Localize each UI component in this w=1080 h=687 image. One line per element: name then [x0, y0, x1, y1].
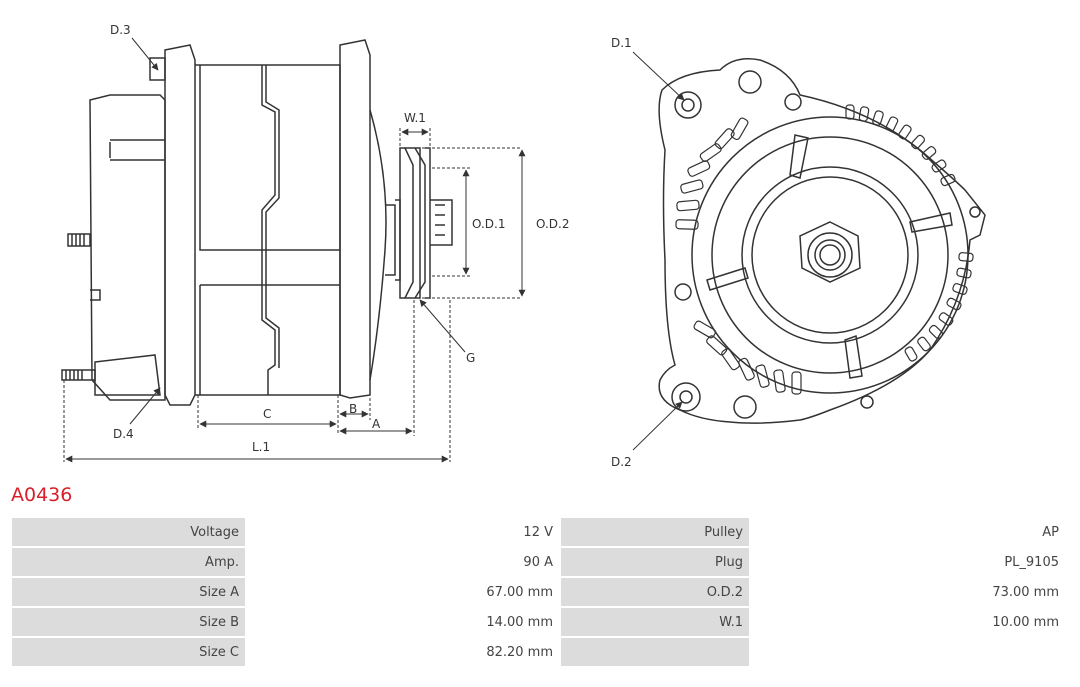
- label-c: C: [263, 407, 271, 421]
- spec-label: W.1: [561, 608, 749, 636]
- alternator-side-view: [61, 39, 453, 406]
- spec-value: 10.00 mm: [751, 608, 1065, 636]
- label-od1: O.D.1: [472, 217, 505, 231]
- spec-value: 67.00 mm: [247, 578, 559, 606]
- alternator-front-view: [658, 58, 986, 424]
- label-a: A: [372, 417, 381, 431]
- vent-slots: [675, 104, 974, 395]
- label-od2: O.D.2: [536, 217, 569, 231]
- label-b: B: [349, 402, 357, 416]
- spec-value: AP: [751, 518, 1065, 546]
- spec-label: Size C: [12, 638, 245, 666]
- spec-value: [751, 638, 1065, 666]
- product-code-title: A0436: [11, 484, 73, 506]
- alternator-technical-drawing: D.3 D.4 W.1 O.D.1 O.D.2 G B A C L.1 D.1 …: [61, 23, 986, 469]
- spec-value: 12 V: [247, 518, 559, 546]
- spec-label: Voltage: [12, 518, 245, 546]
- spec-value: 14.00 mm: [247, 608, 559, 636]
- spec-value: 73.00 mm: [751, 578, 1065, 606]
- label-d3: D.3: [110, 23, 131, 37]
- drawing-labels: D.3 D.4 W.1 O.D.1 O.D.2 G B A C L.1 D.1 …: [110, 23, 632, 469]
- label-g: G: [466, 351, 475, 365]
- label-w1: W.1: [404, 111, 426, 125]
- spec-label: O.D.2: [561, 578, 749, 606]
- spec-label: Amp.: [12, 548, 245, 576]
- spec-label: Size A: [12, 578, 245, 606]
- label-d4: D.4: [113, 427, 134, 441]
- label-d1: D.1: [611, 36, 632, 50]
- label-l1: L.1: [252, 440, 270, 454]
- spec-label: Size B: [12, 608, 245, 636]
- spec-value: 90 A: [247, 548, 559, 576]
- side-view-dimensions: [63, 37, 526, 463]
- spec-value: PL_9105: [751, 548, 1065, 576]
- label-d2: D.2: [611, 455, 632, 469]
- spec-value: 82.20 mm: [247, 638, 559, 666]
- spec-label: Pulley: [561, 518, 749, 546]
- spec-label: Plug: [561, 548, 749, 576]
- front-view-leaders: [632, 51, 685, 451]
- spec-label: [561, 638, 749, 666]
